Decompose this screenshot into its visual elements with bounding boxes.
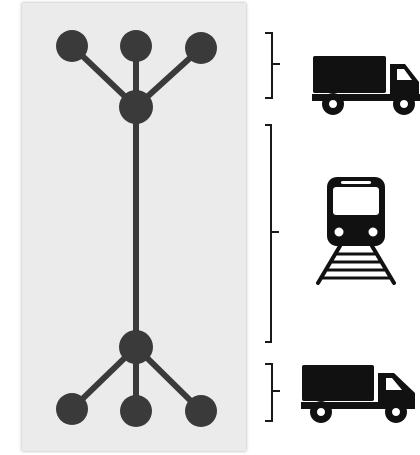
network-nodes <box>56 30 217 427</box>
brackets <box>265 32 280 422</box>
truck-cargo <box>313 56 386 93</box>
bracket-first-mile <box>265 32 280 99</box>
truck-cargo <box>302 365 374 401</box>
node-hub-bottom <box>119 330 153 364</box>
train-icon <box>316 177 396 285</box>
truck-chassis <box>301 402 415 409</box>
node-origin-center <box>120 30 152 62</box>
bracket-main-haul <box>265 124 279 343</box>
node-origin-left <box>56 30 88 62</box>
node-dest-center <box>120 395 152 427</box>
node-origin-right <box>185 32 217 64</box>
truck-cab <box>390 64 419 97</box>
node-dest-right <box>185 395 217 427</box>
node-dest-left <box>56 393 88 425</box>
node-hub-top <box>119 90 153 124</box>
truck-icon <box>301 365 415 423</box>
truck-chassis <box>312 94 420 101</box>
bracket-last-mile <box>265 363 280 422</box>
truck-icon <box>312 56 420 115</box>
